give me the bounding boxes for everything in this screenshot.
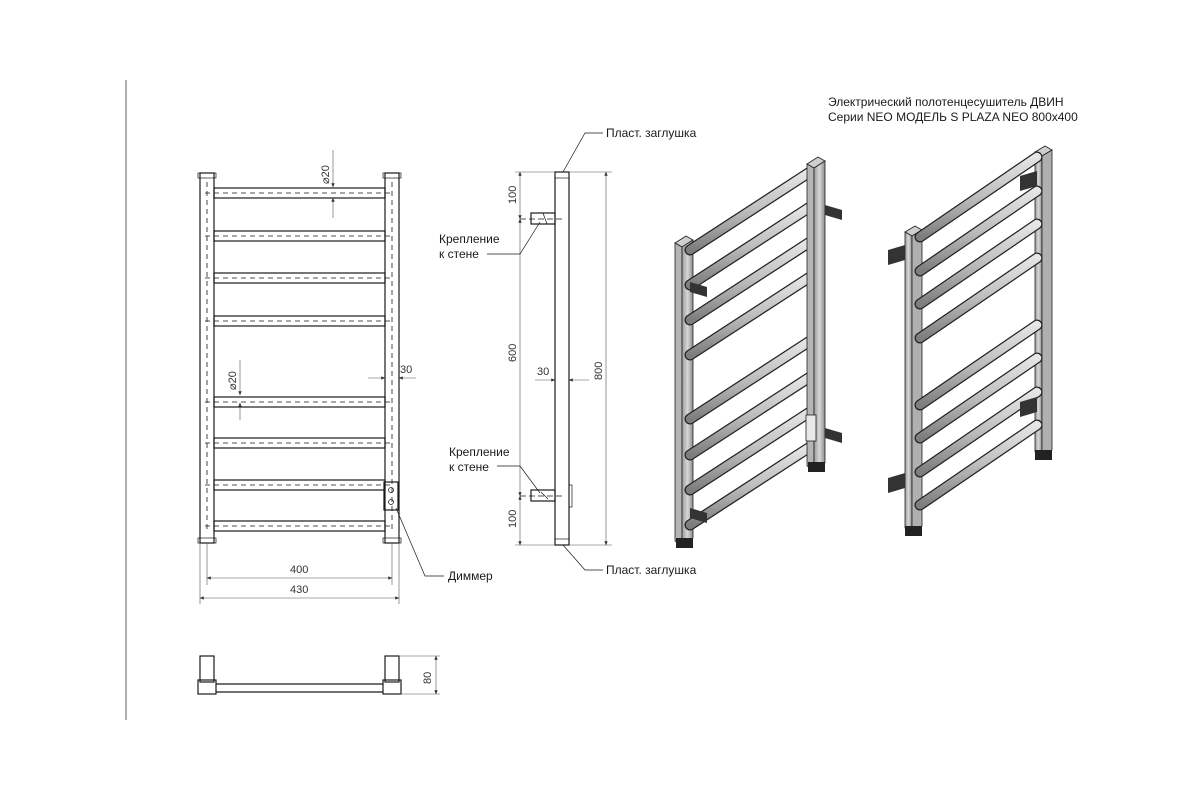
iso2-rungs (914, 151, 1043, 511)
iso1-rungs (684, 166, 816, 531)
front-dimmer (383, 481, 399, 511)
front-left-cap-top (197, 172, 217, 179)
front-right-cap-bottom (382, 537, 402, 544)
isometric-view-front (674, 156, 842, 548)
iso1-rung (685, 442, 815, 530)
iso1-rung (685, 272, 815, 360)
label-dimmer: Диммер (448, 569, 493, 583)
dim-depth: 80 (422, 672, 434, 684)
dim-inner-width: 400 (290, 564, 308, 576)
dim-side-top: 100 (507, 186, 519, 204)
label-mount-bottom-2: к стене (449, 460, 489, 474)
iso2-rung (915, 387, 1042, 477)
iso1-rung (685, 407, 815, 495)
dim-overall-width: 430 (290, 584, 308, 596)
front-view: ⌀20 ⌀20 30 400 430 Диммер (197, 150, 493, 604)
dim-post-width: 30 (400, 364, 412, 376)
front-left-cap-bottom (197, 537, 217, 544)
iso1-rung (685, 372, 815, 460)
dim-rung-diameter-top: ⌀20 (320, 165, 332, 184)
label-mount-bottom-1: Крепление (449, 445, 510, 459)
dim-side-middle: 600 (507, 344, 519, 362)
dim-rung-diameter-mid: ⌀20 (227, 371, 239, 390)
iso2-rung (915, 152, 1042, 242)
iso2-rung (915, 253, 1042, 343)
iso2-rung (915, 219, 1042, 309)
iso2-rung (915, 353, 1042, 443)
dim-side-thickness: 30 (537, 366, 549, 378)
iso2-rung (915, 320, 1042, 410)
front-right-cap-top (382, 172, 402, 179)
dim-side-bottom: 100 (507, 510, 519, 528)
label-mount-top-2: к стене (439, 247, 479, 261)
iso2-rung (915, 186, 1042, 276)
isometric-view-back (888, 145, 1053, 536)
label-mount-top-1: Крепление (439, 232, 500, 246)
drawing-title-line2: Серии NEO МОДЕЛЬ S PLAZA NEO 800x400 (828, 110, 1078, 124)
front-rungs (205, 187, 394, 532)
iso1-rung (685, 167, 815, 255)
iso1-rung (685, 202, 815, 290)
iso1-rung (685, 237, 815, 325)
top-view: 80 (197, 655, 440, 695)
drawing-title-line1: Электрический полотенцесушитель ДВИН (828, 95, 1064, 109)
iso2-rung (915, 420, 1042, 510)
label-plug-top: Пласт. заглушка (606, 126, 697, 140)
dim-overall-height: 800 (593, 362, 605, 380)
label-plug-bottom: Пласт. заглушка (606, 563, 697, 577)
iso1-rung (685, 336, 815, 424)
side-view: 100 600 100 30 800 Пласт. заглушка Пласт… (439, 126, 697, 577)
